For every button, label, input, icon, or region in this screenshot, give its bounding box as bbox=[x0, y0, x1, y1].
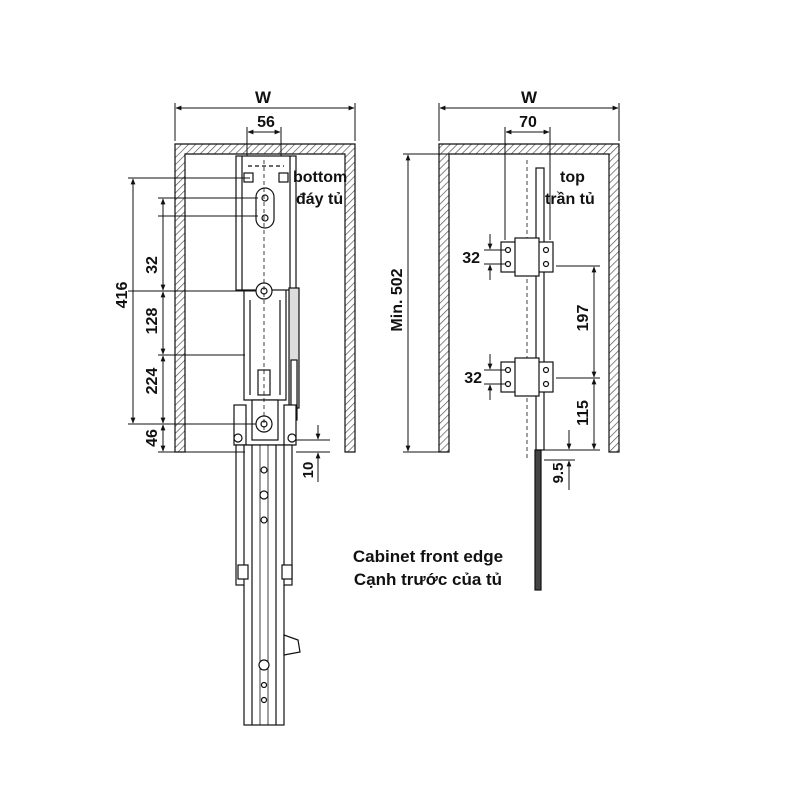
front-edge-label-vi: Cạnh trước của tủ bbox=[354, 570, 502, 589]
left-width-label: W bbox=[255, 88, 272, 107]
right-min-height: Min. 502 bbox=[389, 268, 406, 331]
left-vertical-dimensions bbox=[128, 177, 258, 453]
right-width-dimension bbox=[438, 103, 620, 141]
right-width-label: W bbox=[521, 88, 538, 107]
right-upper-bracket bbox=[500, 237, 554, 277]
left-width-dimension bbox=[174, 103, 356, 141]
left-dim-c: 224 bbox=[144, 368, 161, 395]
right-bracket-lower: 32 bbox=[464, 370, 482, 387]
left-dim-a: 32 bbox=[144, 256, 161, 274]
right-dim-spacing: 197 bbox=[575, 305, 592, 332]
right-bracket-dimensions bbox=[484, 234, 505, 400]
left-inner-width-label: 56 bbox=[257, 114, 275, 131]
left-view: W 56 bbox=[114, 88, 356, 726]
right-bracket-upper: 32 bbox=[462, 250, 480, 267]
right-dim-offset: 9.5 bbox=[550, 463, 567, 484]
right-min-height-dimension bbox=[403, 153, 449, 453]
right-view: W 70 Min. 502 bbox=[389, 88, 620, 591]
left-dim-b: 128 bbox=[144, 308, 161, 335]
right-dim-bottom: 115 bbox=[575, 400, 592, 426]
top-label-vi: trần tủ bbox=[545, 191, 595, 208]
left-dim-total: 416 bbox=[114, 282, 131, 309]
right-inner-dimension bbox=[504, 127, 551, 240]
right-vertical-dimensions bbox=[544, 265, 600, 490]
bottom-label-en: bottom bbox=[293, 169, 347, 186]
bottom-label-vi: đáy tủ bbox=[296, 191, 343, 208]
front-edge-label-en: Cabinet front edge bbox=[353, 547, 503, 566]
left-inner-dimension bbox=[246, 127, 282, 158]
top-label-en: top bbox=[560, 169, 585, 186]
left-dim-offset: 10 bbox=[300, 462, 317, 479]
right-cabinet bbox=[438, 143, 620, 453]
right-lower-bracket bbox=[500, 357, 554, 397]
left-cabinet bbox=[174, 143, 356, 453]
left-rail bbox=[235, 444, 301, 726]
left-mechanism bbox=[233, 155, 300, 446]
right-profile-bar bbox=[526, 160, 545, 591]
right-inner-width-label: 70 bbox=[519, 114, 537, 131]
left-dim-d: 46 bbox=[144, 429, 161, 447]
left-offset-dimension bbox=[296, 425, 330, 482]
